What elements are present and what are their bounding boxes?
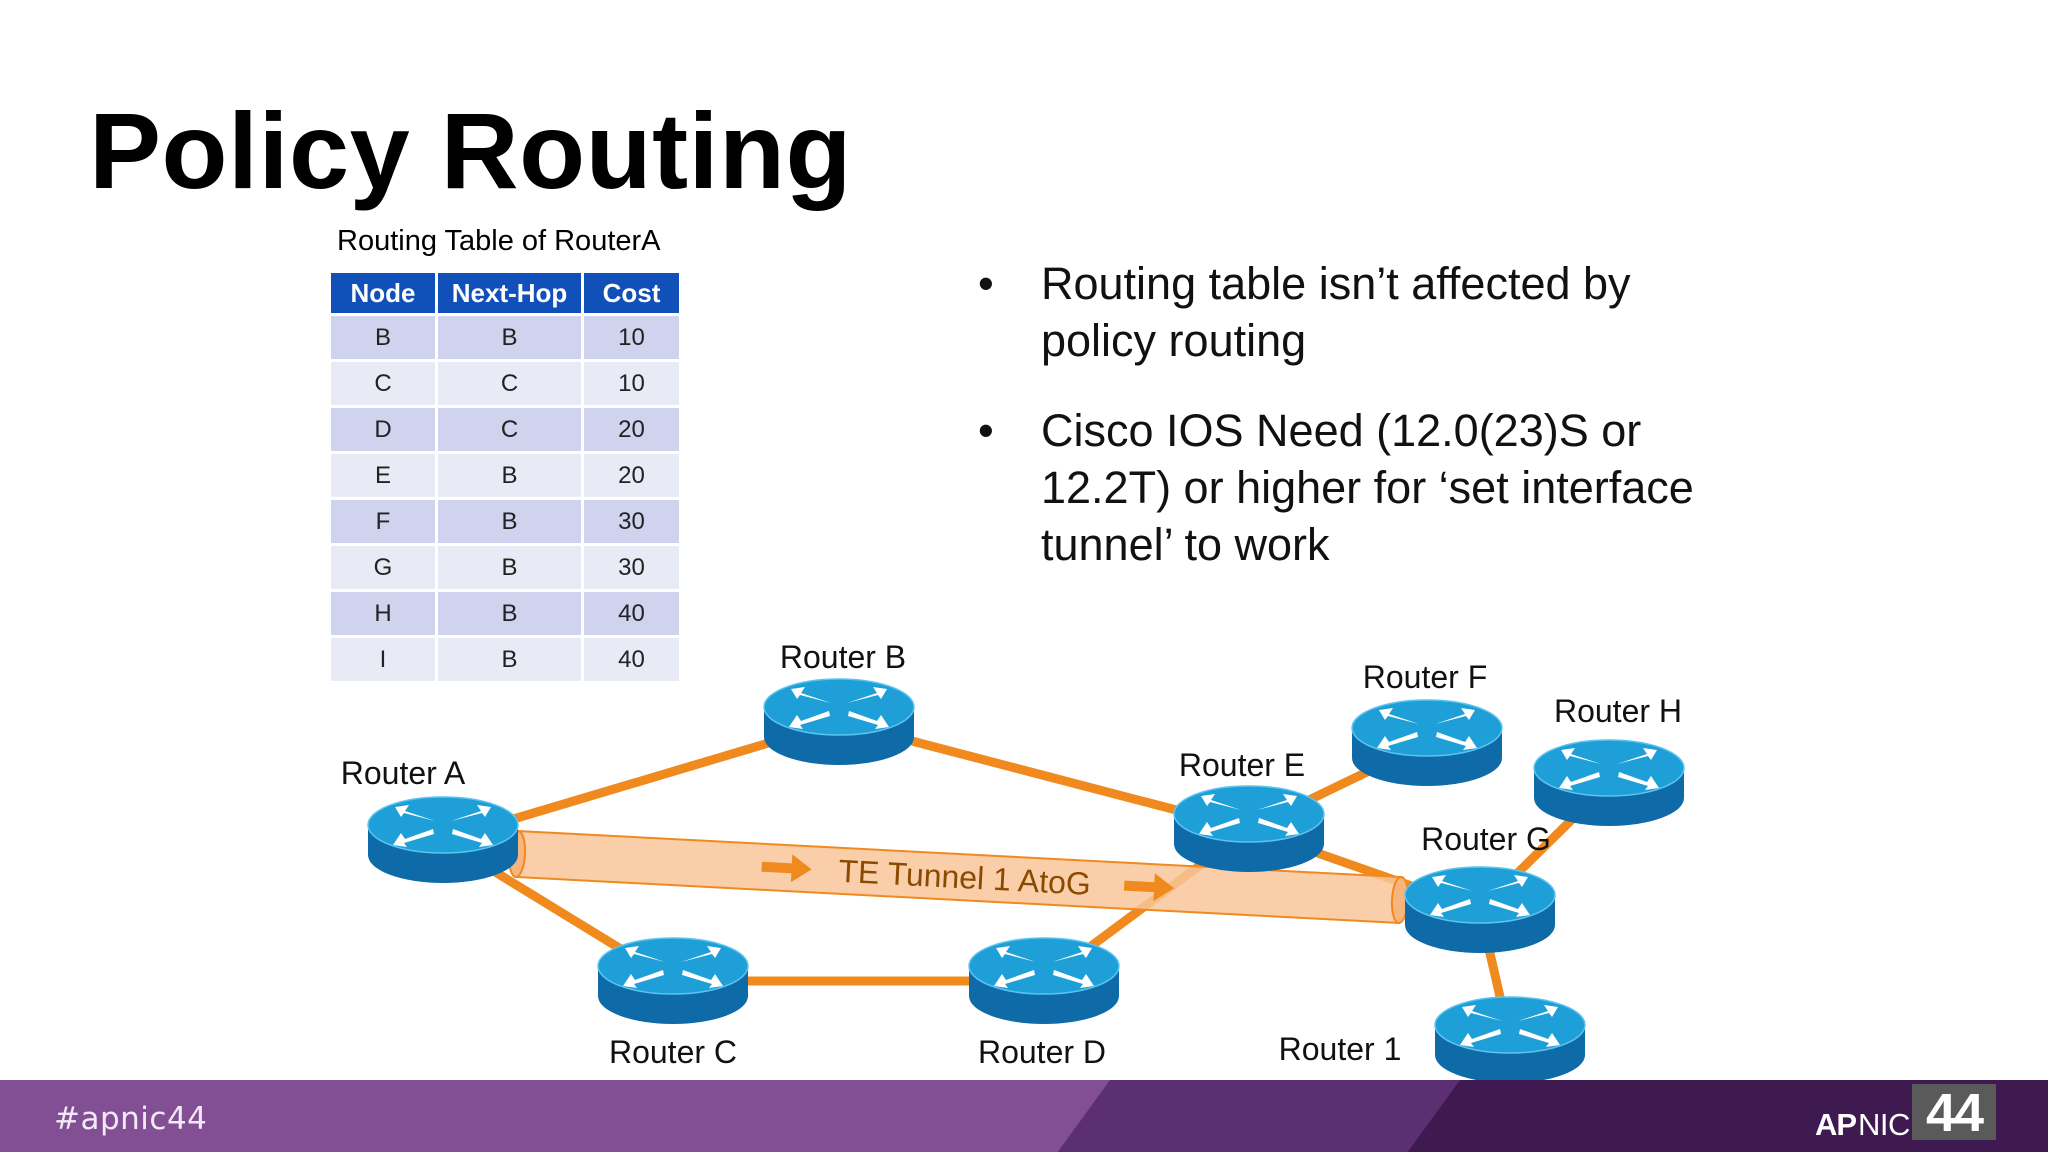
cell-next-hop: C xyxy=(438,362,581,405)
cell-cost: 40 xyxy=(584,638,679,681)
router-icon xyxy=(1173,785,1325,872)
cell-node: F xyxy=(331,500,435,543)
cell-next-hop: B xyxy=(438,454,581,497)
router-label-a: Router A xyxy=(341,755,466,791)
cell-cost: 20 xyxy=(584,454,679,497)
footer-hashtag: #apnic44 xyxy=(54,1101,208,1137)
cell-next-hop: B xyxy=(438,546,581,589)
bullet-dot-icon: • xyxy=(978,405,994,456)
cell-cost: 30 xyxy=(584,500,679,543)
router-label-f: Router F xyxy=(1363,659,1487,695)
bullet-item: • Routing table isn’t affected by policy… xyxy=(978,255,1718,369)
bullet-list: • Routing table isn’t affected by policy… xyxy=(978,255,1718,606)
router-icon xyxy=(1404,866,1556,953)
logo-nic-text: NIC xyxy=(1858,1107,1910,1142)
cell-node: D xyxy=(331,408,435,451)
router-icon xyxy=(968,937,1120,1024)
bullet-text: Cisco IOS Need (12.0(23)S or 12.2T) or h… xyxy=(1041,405,1694,570)
routing-table-caption: Routing Table of RouterA xyxy=(337,225,661,257)
cell-node: I xyxy=(331,638,435,681)
router-label-g: Router G xyxy=(1421,821,1551,857)
router-label-b: Router B xyxy=(780,639,906,675)
cell-next-hop: C xyxy=(438,408,581,451)
router-icon xyxy=(1434,996,1586,1080)
router-label-d: Router D xyxy=(978,1034,1106,1070)
router-icon xyxy=(1351,699,1503,786)
router-icon xyxy=(763,678,915,765)
tunnel-arrow-icon xyxy=(1123,873,1175,902)
cell-cost: 20 xyxy=(584,408,679,451)
te-tunnel: TE Tunnel 1 AtoG xyxy=(507,829,1410,925)
cell-node: E xyxy=(331,454,435,497)
router-label-h: Router H xyxy=(1554,693,1682,729)
router-label-c: Router C xyxy=(609,1034,737,1070)
cell-cost: 40 xyxy=(584,592,679,635)
bullet-item: • Cisco IOS Need (12.0(23)S or 12.2T) or… xyxy=(978,402,1718,573)
footer-bar xyxy=(0,1080,2048,1152)
network-diagram: TE Tunnel 1 AtoG Router A Router B Router C… xyxy=(341,639,1685,1080)
cell-next-hop: B xyxy=(438,592,581,635)
router-icon xyxy=(1533,739,1685,826)
router-label-e: Router E xyxy=(1179,747,1305,783)
cell-next-hop: B xyxy=(438,638,581,681)
logo-number: 44 xyxy=(1912,1084,1996,1142)
router-icon xyxy=(597,937,749,1024)
cell-node: C xyxy=(331,362,435,405)
cell-cost: 10 xyxy=(584,362,679,405)
column-header-next-hop: Next-Hop xyxy=(438,273,581,313)
cell-next-hop: B xyxy=(438,500,581,543)
cell-node: H xyxy=(331,592,435,635)
router-icon xyxy=(367,796,519,883)
logo-ap-text: AP xyxy=(1815,1107,1857,1142)
cell-cost: 10 xyxy=(584,316,679,359)
bullet-dot-icon: • xyxy=(978,258,994,309)
slide-title: Policy Routing xyxy=(89,90,852,211)
router-label-i: Router 1 xyxy=(1279,1031,1402,1067)
cell-node: G xyxy=(331,546,435,589)
cell-next-hop: B xyxy=(438,316,581,359)
column-header-node: Node xyxy=(331,273,435,313)
column-header-cost: Cost xyxy=(584,273,679,313)
bullet-text: Routing table isn’t affected by policy r… xyxy=(1041,258,1631,366)
tunnel-arrow-icon xyxy=(761,854,812,883)
routing-table-header-row: Node Next-Hop Cost xyxy=(331,273,679,313)
cell-node: B xyxy=(331,316,435,359)
cell-cost: 30 xyxy=(584,546,679,589)
